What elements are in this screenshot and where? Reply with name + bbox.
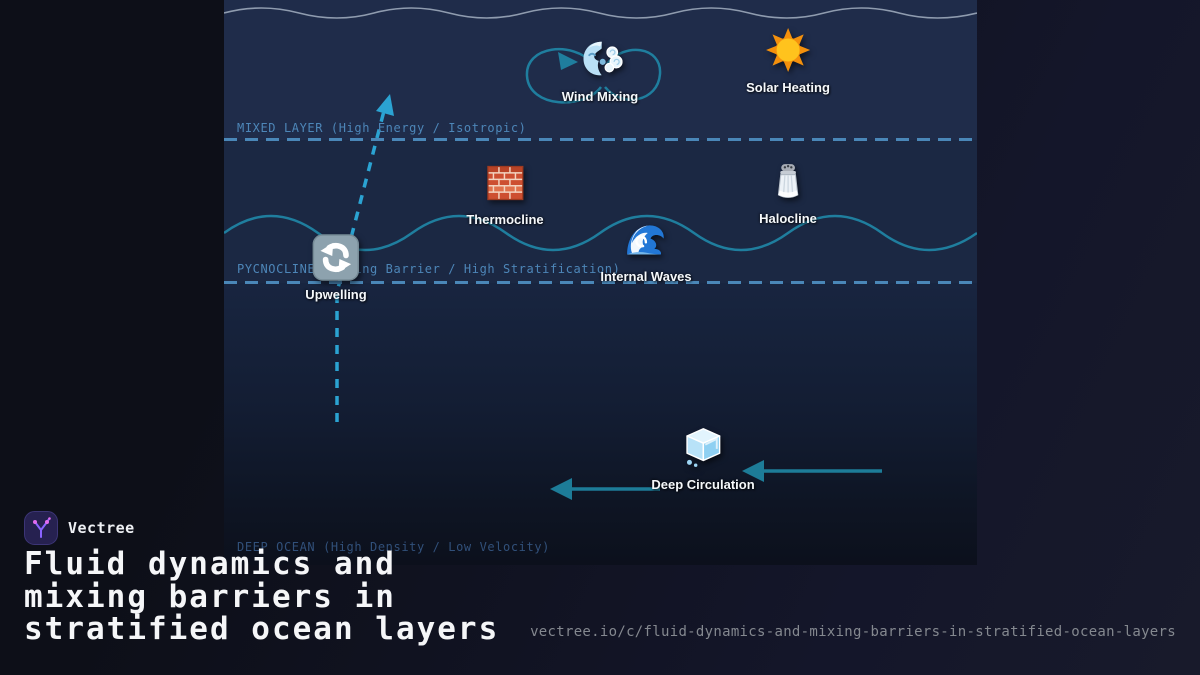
node-thermocline: Thermocline bbox=[466, 161, 544, 227]
node-label-upwelling: Upwelling bbox=[305, 287, 367, 302]
page-url: vectree.io/c/fluid-dynamics-and-mixing-b… bbox=[530, 624, 1176, 640]
node-label-internal-waves: Internal Waves bbox=[600, 269, 692, 284]
node-label-solar-heating: Solar Heating bbox=[746, 80, 830, 95]
node-internal-waves: Internal Waves bbox=[600, 217, 692, 284]
wind-swirl-loop bbox=[525, 48, 662, 104]
wind-swirl-arrowhead bbox=[558, 52, 578, 70]
recycle-arrows-icon bbox=[311, 233, 360, 282]
salt-shaker-icon bbox=[766, 160, 810, 204]
ice-cube-icon bbox=[680, 424, 726, 470]
node-solar-heating: Solar Heating bbox=[746, 27, 830, 95]
node-halocline: Halocline bbox=[759, 160, 817, 226]
node-label-halocline: Halocline bbox=[759, 211, 817, 226]
pycnocline-deep-boundary bbox=[224, 281, 977, 284]
wind-face-icon bbox=[577, 36, 623, 82]
node-label-deep-circulation: Deep Circulation bbox=[651, 477, 755, 492]
node-deep-circulation: Deep Circulation bbox=[651, 424, 755, 492]
node-label-wind-mixing: Wind Mixing bbox=[561, 89, 639, 104]
brand-name: Vectree bbox=[68, 519, 135, 537]
mixed-layer-label: MIXED LAYER (High Energy / Isotropic) bbox=[237, 121, 527, 135]
sea-surface-wave bbox=[224, 7, 977, 19]
deep-arrow-left-head bbox=[550, 478, 572, 500]
sun-icon bbox=[765, 27, 811, 73]
node-upwelling: Upwelling bbox=[305, 233, 367, 302]
deep-arrow-right-head bbox=[742, 460, 764, 482]
ocean-stratification-diagram: MIXED LAYER (High Energy / Isotropic) PY… bbox=[224, 0, 977, 565]
vectree-logo bbox=[24, 511, 58, 545]
mixed-pycnocline-boundary bbox=[224, 138, 977, 141]
upwelling-arrow-line bbox=[335, 106, 387, 422]
brick-wall-icon bbox=[483, 161, 527, 205]
page-title: Fluid dynamics and mixing barriers in st… bbox=[24, 546, 500, 647]
upwelling-arrowhead bbox=[376, 94, 394, 116]
node-wind-mixing: Wind Mixing bbox=[562, 36, 638, 104]
deep-ocean-label: DEEP OCEAN (High Density / Low Velocity) bbox=[237, 540, 550, 554]
mixed-layer-region bbox=[224, 0, 977, 140]
pycnocline-label: PYCNOCLINE (Mixing Barrier / High Strati… bbox=[237, 262, 621, 276]
node-label-thermocline: Thermocline bbox=[466, 212, 544, 227]
deep-ocean-region bbox=[224, 283, 977, 565]
ocean-wave-icon bbox=[624, 217, 669, 262]
